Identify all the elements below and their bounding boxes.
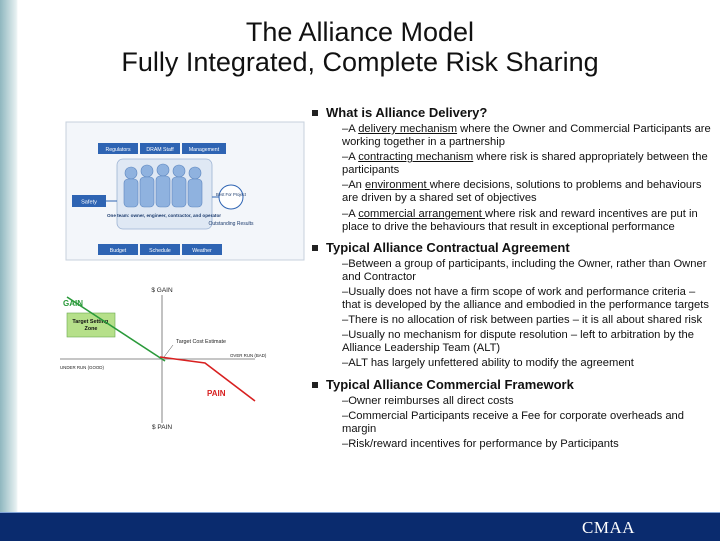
sub-item: –Usually does not have a firm scope of w…	[342, 285, 709, 312]
slide-title-line2: Fully Integrated, Complete Risk Sharing	[121, 47, 599, 77]
section-heading: Typical Alliance Contractual Agreement	[310, 240, 712, 256]
footer-bar: CMAA	[0, 512, 720, 541]
gain-money-label: $ GAIN	[151, 287, 173, 294]
svg-text:Weather: Weather	[192, 248, 212, 254]
pain-label: PAIN	[207, 389, 226, 398]
budget-box: Budget	[98, 244, 138, 255]
section-heading: Typical Alliance Commercial Framework	[310, 377, 712, 393]
svg-text:Best For Project: Best For Project	[216, 192, 247, 197]
schedule-box: Schedule	[140, 244, 180, 255]
safety-box: Safety	[72, 195, 106, 207]
team-people-icon	[123, 163, 203, 208]
section-commercial-framework: Typical Alliance Commercial Framework –O…	[310, 377, 712, 451]
team-caption: One team: owner, engineer, contractor, a…	[107, 213, 221, 218]
dram-staff-box: DRAM Staff	[140, 143, 180, 154]
regulators-box: Regulators	[98, 143, 138, 154]
svg-text:Schedule: Schedule	[149, 248, 171, 254]
sub-item: –A commercial arrangement where risk and…	[342, 207, 698, 233]
footer-org-logo: CMAA	[581, 518, 635, 537]
outstanding-results-label: Outstanding Results	[208, 221, 254, 227]
bullet-content: What is Alliance Delivery? –A delivery m…	[310, 103, 712, 451]
section-contractual-agreement: Typical Alliance Contractual Agreement –…	[310, 240, 712, 371]
sub-item: –An environment where decisions, solutio…	[342, 179, 702, 205]
pain-money-label: $ PAIN	[152, 424, 172, 431]
left-accent-bar	[0, 0, 18, 512]
sub-item: –Owner reimburses all direct costs	[342, 394, 514, 407]
weather-box: Weather	[182, 244, 222, 255]
risk-reward-diagram: $ GAIN $ PAIN GAIN Target Setting Zone T…	[60, 287, 267, 431]
section-alliance-delivery: What is Alliance Delivery? –A delivery m…	[310, 105, 712, 234]
sub-item: –A contracting mechanism where risk is s…	[342, 151, 708, 177]
svg-text:Budget: Budget	[110, 248, 127, 254]
gain-label: GAIN	[63, 299, 83, 308]
svg-text:DRAM Staff: DRAM Staff	[146, 147, 174, 153]
svg-text:Safety: Safety	[81, 200, 97, 206]
bullet-square-icon	[312, 110, 318, 116]
over-run-label: OVER RUN (BAD)	[230, 353, 267, 358]
sub-item: –A delivery mechanism where the Owner an…	[342, 123, 711, 149]
section-heading: What is Alliance Delivery?	[310, 105, 712, 121]
target-cost-label: Target Cost Estimate	[176, 339, 226, 345]
target-setting-zone: Target Setting Zone	[66, 312, 116, 338]
management-box: Management	[182, 143, 226, 154]
under-run-label: UNDER RUN (GOOD)	[60, 365, 104, 370]
svg-text:Target Setting Zone: Target Setting Zone	[72, 319, 109, 332]
sub-item: –Usually no mechanism for dispute resolu…	[342, 329, 694, 355]
gain-line	[66, 296, 166, 362]
bullet-square-icon	[312, 244, 318, 251]
sub-item: –There is no allocation of risk between …	[342, 314, 703, 327]
sub-item: –Commercial Participants receive a Fee f…	[342, 409, 685, 435]
pain-line	[159, 356, 256, 402]
slide-title-line1: The Alliance Model	[245, 17, 475, 47]
svg-text:Regulators: Regulators	[105, 147, 130, 153]
bullet-square-icon	[312, 381, 318, 388]
svg-text:Management: Management	[189, 147, 220, 153]
sub-item: –ALT has largely unfettered ability to m…	[342, 357, 634, 370]
alliance-team-diagram: Regulators DRAM Staff Management One tea…	[65, 121, 305, 261]
sub-item: –Risk/reward incentives for performance …	[342, 437, 619, 450]
sub-item: –Between a group of participants, includ…	[342, 257, 707, 283]
